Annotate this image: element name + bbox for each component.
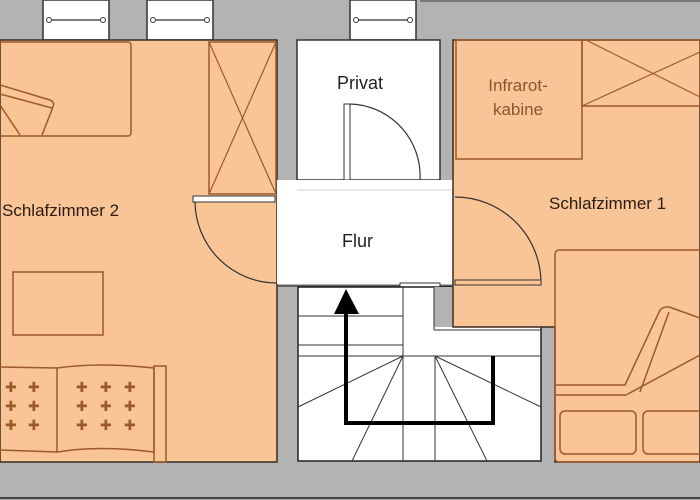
label-schlafzimmer-2: Schlafzimmer 2 [2,201,120,220]
label-infrarotkabine-line2: kabine [492,100,544,119]
svg-text:✚: ✚ [100,418,112,434]
room-schlafzimmer-1 [452,39,700,463]
cushion-pattern: ✚ ✚ ✚ ✚ ✚ ✚ ✚ ✚ ✚ ✚ ✚ ✚ ✚ ✚ ✚ [5,380,136,434]
label-schlafzimmer-1: Schlafzimmer 1 [549,194,667,213]
svg-text:✚: ✚ [28,418,40,434]
svg-text:✚: ✚ [28,399,40,415]
svg-text:✚: ✚ [100,380,112,396]
window-3 [349,0,417,41]
room-schlafzimmer-2: ✚ ✚ ✚ ✚ ✚ ✚ ✚ ✚ ✚ ✚ ✚ ✚ ✚ ✚ ✚ [0,39,278,463]
svg-text:✚: ✚ [28,380,40,396]
label-flur: Flur [342,231,373,251]
label-infrarotkabine: Infrarot- kabine [468,74,568,122]
svg-text:✚: ✚ [5,399,17,415]
label-privat: Privat [337,73,384,93]
svg-text:✚: ✚ [100,399,112,415]
label-infrarotkabine-line1: Infrarot- [488,76,548,95]
svg-text:✚: ✚ [124,380,136,396]
svg-text:✚: ✚ [124,399,136,415]
window-1 [42,0,110,41]
window-2 [146,0,214,41]
svg-text:✚: ✚ [5,418,17,434]
svg-text:✚: ✚ [76,399,88,415]
svg-text:✚: ✚ [76,380,88,396]
svg-text:✚: ✚ [124,418,136,434]
arrow-head-icon [334,289,359,314]
svg-text:✚: ✚ [5,380,17,396]
room-privat [296,39,441,181]
stair-direction-arrow [344,305,495,425]
svg-text:✚: ✚ [76,418,88,434]
